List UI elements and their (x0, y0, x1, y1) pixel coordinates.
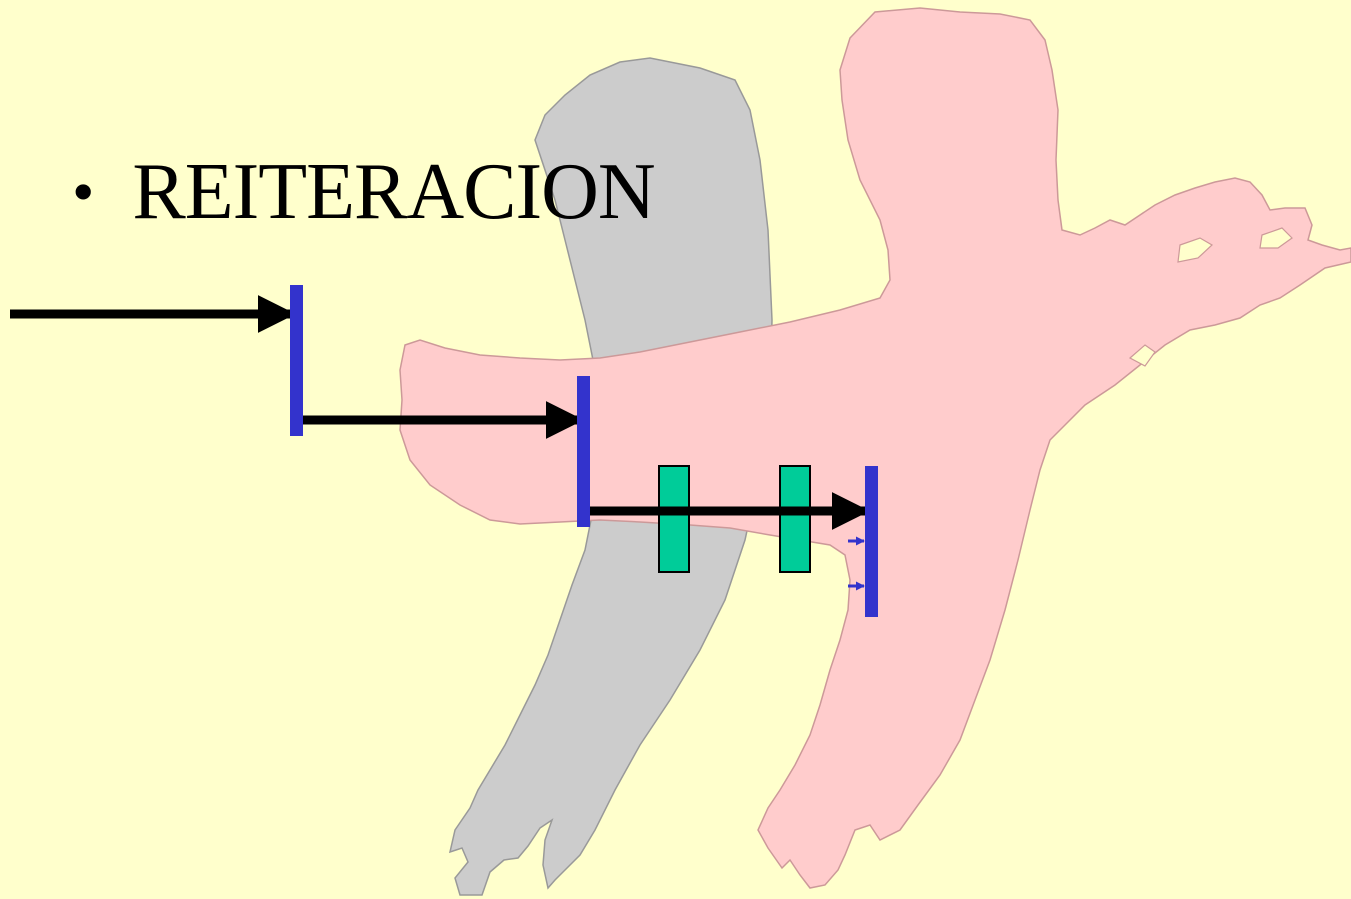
slide-title: REITERACION (132, 148, 655, 236)
green-block (658, 465, 690, 573)
blue-bar (577, 376, 590, 527)
pink-shape-hole (1128, 344, 1156, 367)
bullet-item: • REITERACION (72, 148, 656, 236)
bullet-dot: • (72, 156, 95, 227)
green-block (779, 465, 811, 573)
blue-bar (290, 285, 303, 436)
blue-bar (865, 466, 878, 617)
pink-shape-hole (1177, 237, 1214, 263)
pink-shape (399, 7, 1351, 889)
pink-shape-hole (1259, 227, 1293, 249)
